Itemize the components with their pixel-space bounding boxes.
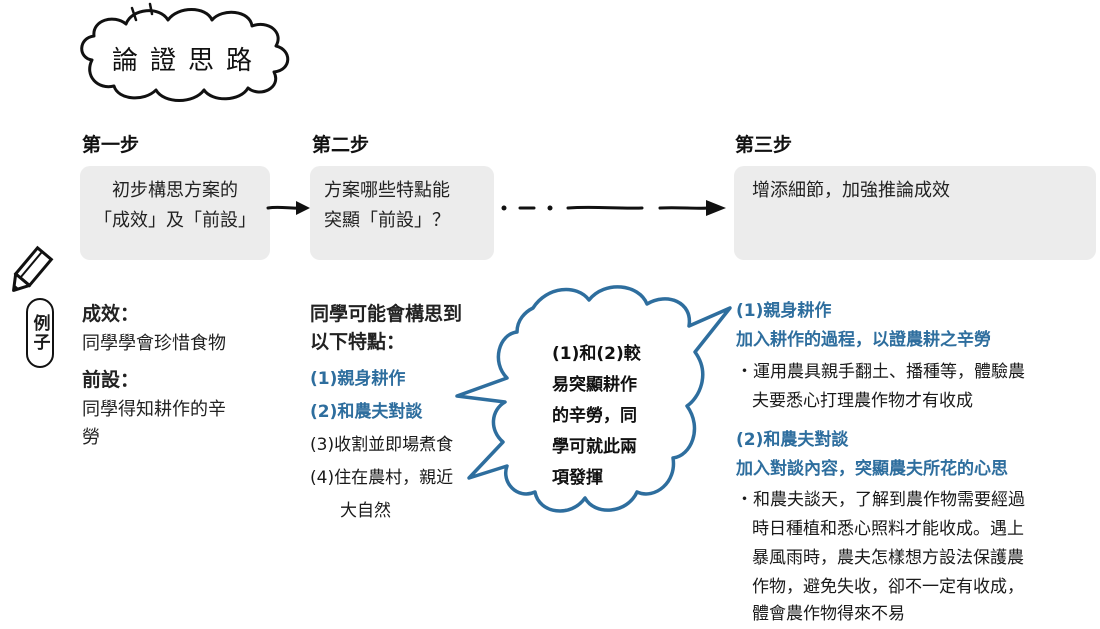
arrow-step1-step2 <box>266 201 310 215</box>
step1-line2: 「成效」及「前設」 <box>94 210 256 231</box>
bubble-line1: (1)和(2)較 <box>552 344 641 364</box>
premise-label: 前設： <box>82 369 140 391</box>
detail2-bullet-line1: ・和農夫談天，了解到農作物需要經過 <box>736 490 1025 510</box>
pencil-icon <box>12 245 54 292</box>
detail2-bullet-line2: 時日種植和悉心照料才能收成。遇上 <box>752 519 1024 539</box>
step3-heading: 第三步 <box>735 134 793 156</box>
feature-item-4-cont: 大自然 <box>340 501 391 521</box>
diagram-title: 論證思路 <box>112 46 265 76</box>
detail1-bullet-line2: 夫要悉心打理農作物才有收成 <box>752 391 973 411</box>
bubble-line2: 易突顯耕作 <box>552 375 637 395</box>
example-label: 例子 <box>29 314 50 352</box>
step1-box: 初步構思方案的 「成效」及「前設」 <box>80 166 270 260</box>
step1-heading: 第一步 <box>82 134 140 156</box>
detail1-title: (1)親身耕作 <box>736 301 832 321</box>
premise-line2: 勞 <box>82 427 100 448</box>
bubble-line3: 的辛勞，同 <box>552 406 637 426</box>
detail2-title: (2)和農夫對談 <box>736 430 849 450</box>
speech-bubble <box>455 285 732 513</box>
detail1-subtitle: 加入耕作的過程，以證農耕之辛勞 <box>736 330 991 350</box>
example-badge: 例子 <box>26 298 54 368</box>
detail2-bullet-line3: 暴風雨時，農夫怎樣想方設法保護農 <box>752 548 1024 568</box>
feature-item-3: (3)收割並即場煮食 <box>310 435 454 455</box>
feature-item-2: (2)和農夫對談 <box>310 402 423 422</box>
detail2-bullet-line5: 體會農作物得來不易 <box>752 604 905 624</box>
step3-box: 增添細節，加強推論成效 <box>734 166 1096 260</box>
step1-line1: 初步構思方案的 <box>112 180 238 201</box>
bubble-line5: 項發揮 <box>552 468 603 488</box>
detail2-bullet-line4: 作物，避免失收，卻不一定有收成， <box>752 577 1024 597</box>
bubble-text: (1)和(2)較 易突顯耕作 的辛勞，同 學可就此兩 項發揮 <box>552 339 641 494</box>
effect-text: 同學學會珍惜食物 <box>82 333 226 354</box>
detail2-subtitle: 加入對談內容，突顯農夫所花的心思 <box>736 459 1008 479</box>
feature-item-4: (4)住在農村，親近 <box>310 468 454 488</box>
title-cloud <box>80 2 290 102</box>
feature-item-1: (1)親身耕作 <box>310 369 406 389</box>
step2-box: 方案哪些特點能 突顯「前設」？ <box>310 166 494 260</box>
premise-line1: 同學得知耕作的辛 <box>82 399 226 420</box>
col2-intro-line1: 同學可能會構思到 <box>310 303 463 325</box>
step3-line1: 增添細節，加強推論成效 <box>752 180 950 201</box>
detail1-bullet-line1: ・運用農具親手翻土、播種等，體驗農 <box>736 362 1025 382</box>
col2-intro-line2: 以下特點： <box>310 331 406 353</box>
step2-heading: 第二步 <box>312 134 370 156</box>
arrow-step2-step3 <box>501 200 726 216</box>
step2-line2: 突顯「前設」？ <box>324 210 450 231</box>
bubble-line4: 學可就此兩 <box>552 437 637 457</box>
step2-line1: 方案哪些特點能 <box>324 180 450 201</box>
effect-label: 成效： <box>82 303 140 325</box>
